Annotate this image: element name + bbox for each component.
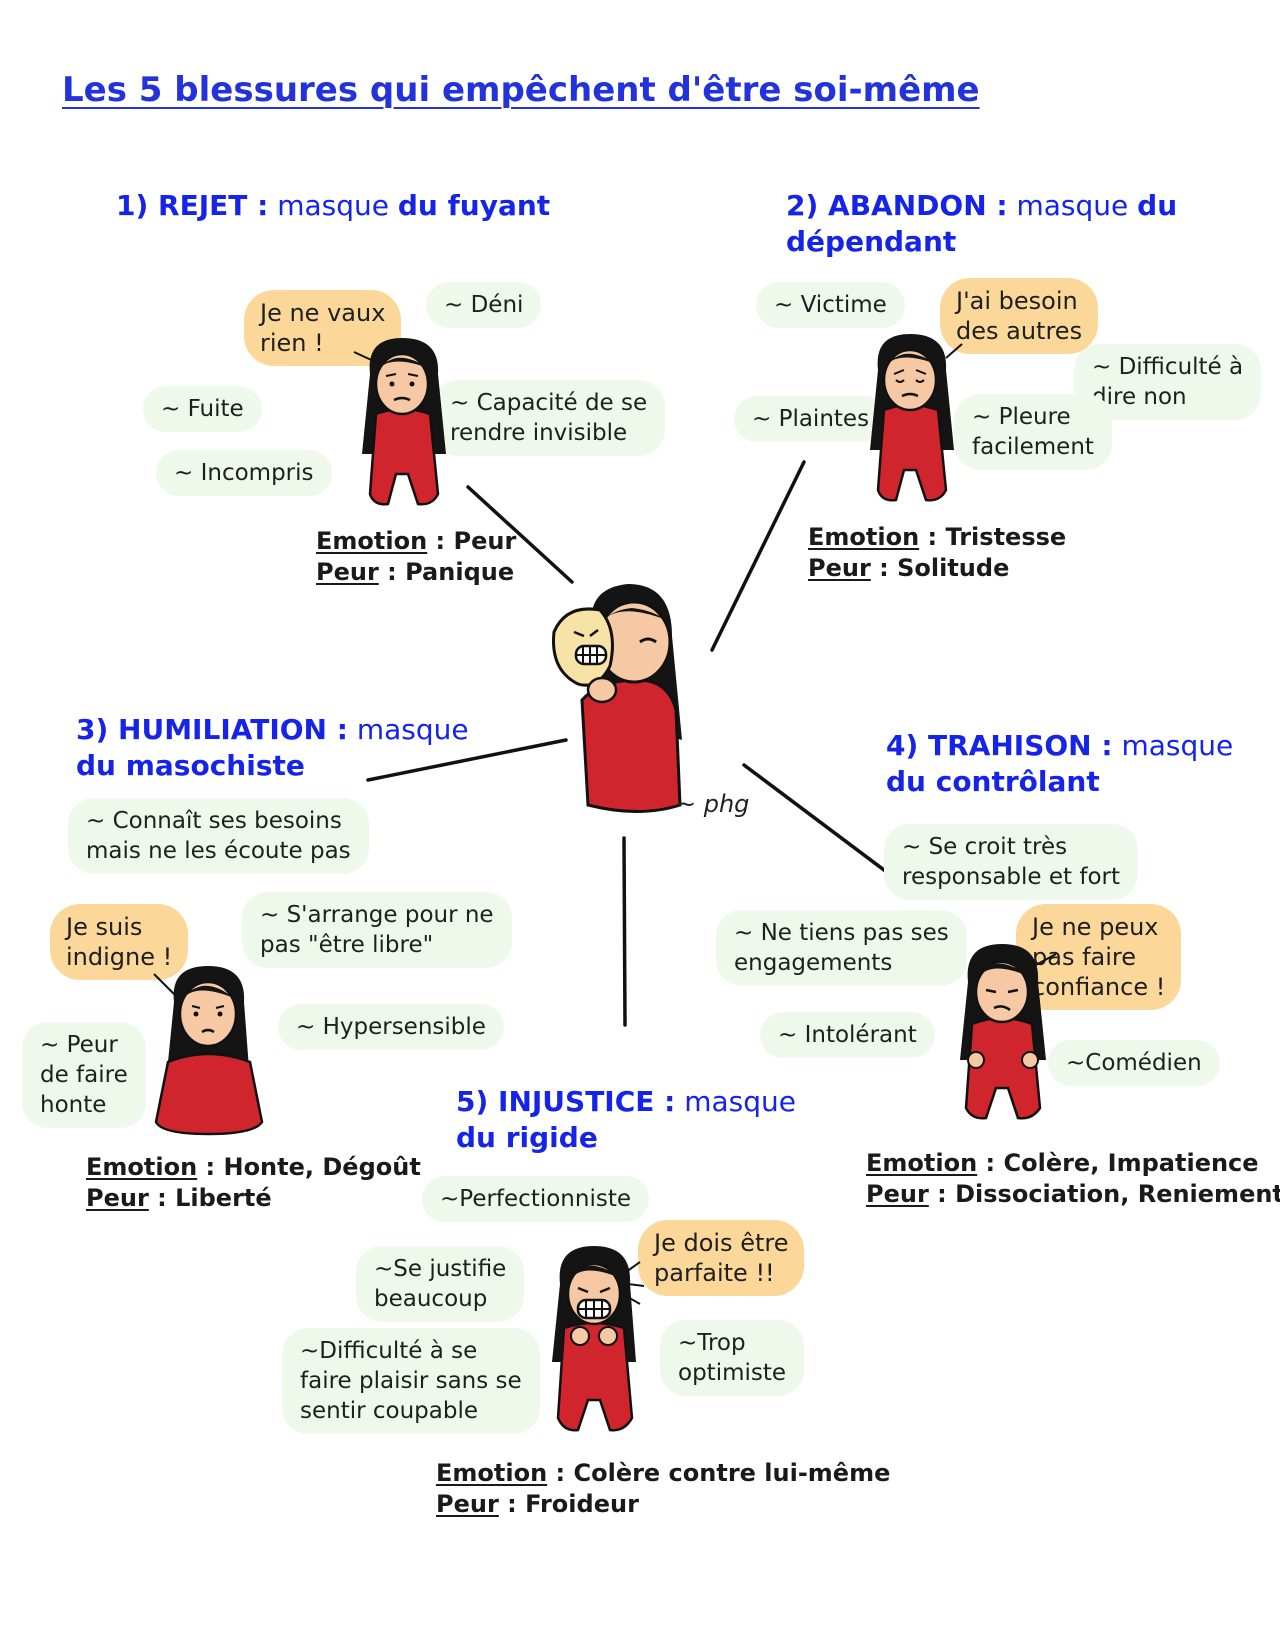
emotion-abandon: Tristesse: [945, 523, 1067, 551]
heading-humiliation: 3) HUMILIATION : masque du masochiste: [76, 712, 469, 784]
heading-injustice-key: 5) INJUSTICE :: [456, 1085, 676, 1118]
trait-abandon-plaintes: ~ Plaintes: [734, 396, 888, 442]
trait-rejet-deni: ~ Déni: [426, 282, 542, 328]
figure-rejet: [353, 338, 446, 506]
heading-humiliation-key: 3) HUMILIATION :: [76, 713, 348, 746]
trait-injustice-perfectionniste: ~Perfectionniste: [422, 1176, 649, 1222]
figure-trahison: [960, 944, 1057, 1120]
info-humiliation: Emotion : Honte, Dégoût Peur : Liberté: [86, 1153, 421, 1212]
fear-humiliation: Liberté: [175, 1184, 272, 1212]
heading-abandon-end: du: [1137, 189, 1178, 222]
heading-trahison-mid: masque: [1112, 729, 1234, 762]
fear-injustice: Froideur: [525, 1490, 639, 1518]
emotion-injustice: Colère contre lui-même: [573, 1459, 891, 1487]
emotion-trahison: Colère, Impatience: [1003, 1149, 1259, 1177]
figure-injustice: [552, 1246, 645, 1432]
fear-abandon: Solitude: [897, 554, 1010, 582]
trait-rejet-fuite: ~ Fuite: [143, 386, 262, 432]
heading-trahison-line2: du contrôlant: [886, 765, 1100, 798]
emotion-label-trahison: Emotion: [866, 1149, 978, 1177]
info-trahison: Emotion : Colère, Impatience Peur : Diss…: [866, 1148, 1280, 1210]
heading-rejet-mid: masque: [268, 189, 398, 222]
emotion-label-abandon: Emotion: [808, 523, 920, 551]
artist-signature: ~ phg: [676, 790, 750, 818]
heading-rejet: 1) REJET : masque du fuyant: [116, 188, 550, 224]
trait-humiliation-hypersensible: ~ Hypersensible: [278, 1004, 504, 1050]
heading-trahison: 4) TRAHISON : masque du contrôlant: [886, 728, 1233, 800]
fear-label-humiliation: Peur: [86, 1184, 149, 1212]
link-trahison: [742, 763, 902, 884]
emotion-label-humiliation: Emotion: [86, 1153, 198, 1181]
link-injustice: [622, 836, 627, 1027]
fear-trahison: Dissociation, Reniement: [955, 1180, 1280, 1208]
page-title: Les 5 blessures qui empêchent d'être soi…: [62, 70, 980, 110]
emotion-label-injustice: Emotion: [436, 1459, 548, 1487]
heading-injustice-mid: masque: [675, 1085, 797, 1118]
heading-abandon: 2) ABANDON : masque du dépendant: [786, 188, 1177, 260]
figure-humiliation: [153, 966, 264, 1136]
heading-abandon-mid: masque: [1007, 189, 1138, 222]
heading-injustice: 5) INJUSTICE : masque du rigide: [456, 1084, 796, 1156]
link-humiliation: [366, 738, 568, 782]
info-abandon: Emotion : Tristesse Peur : Solitude: [808, 523, 1067, 582]
link-abandon: [710, 460, 806, 652]
heading-trahison-key: 4) TRAHISON :: [886, 729, 1113, 762]
trait-abandon-victime: ~ Victime: [756, 282, 905, 328]
fear-label-abandon: Peur: [808, 554, 871, 582]
heading-humiliation-mid: masque: [347, 713, 469, 746]
trait-trahison-intolerant: ~ Intolérant: [760, 1012, 935, 1058]
center-figure-with-mask: [552, 584, 682, 813]
emotion-humiliation: Honte, Dégoût: [223, 1153, 421, 1181]
trait-trahison-comedien: ~Comédien: [1048, 1040, 1220, 1086]
link-rejet: [466, 485, 574, 584]
info-injustice: Emotion : Colère contre lui-même Peur : …: [436, 1459, 891, 1518]
emotion-label-rejet: Emotion: [316, 527, 428, 555]
heading-injustice-line2: du rigide: [456, 1121, 598, 1154]
fear-label-trahison: Peur: [866, 1180, 929, 1208]
trait-rejet-incompris: ~ Incompris: [156, 450, 332, 496]
heading-abandon-line2: dépendant: [786, 225, 957, 258]
heading-rejet-key: 1) REJET :: [116, 189, 269, 222]
heading-humiliation-line2: du masochiste: [76, 749, 305, 782]
fear-rejet: Panique: [405, 558, 515, 586]
figure-abandon: [870, 334, 963, 502]
fear-label-injustice: Peur: [436, 1490, 499, 1518]
heading-rejet-end: du fuyant: [397, 189, 551, 222]
emotion-rejet: Peur: [453, 527, 517, 555]
fear-label-rejet: Peur: [316, 558, 379, 586]
heading-abandon-key: 2) ABANDON :: [786, 189, 1008, 222]
info-rejet: Emotion : Peur Peur : Panique: [316, 527, 517, 586]
